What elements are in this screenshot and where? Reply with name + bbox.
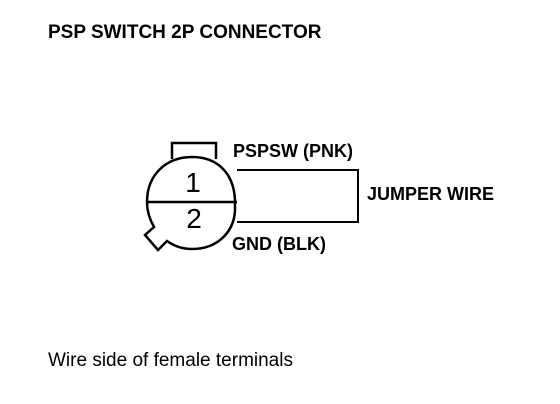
connector-lock-tab [170,141,218,159]
jumper-wire [237,169,359,223]
diagram-title: PSP SWITCH 2P CONNECTOR [48,22,322,43]
jumper-wire-label: JUMPER WIRE [367,184,495,204]
pin-2-number: 2 [186,203,202,234]
pin-1-wire-label: PSPSW (PNK) [233,141,354,161]
diagram-caption: Wire side of female terminals [48,350,293,371]
connector-body [143,155,237,252]
pin-2-wire-label: GND (BLK) [232,234,326,254]
pin-1-number: 1 [185,167,201,198]
